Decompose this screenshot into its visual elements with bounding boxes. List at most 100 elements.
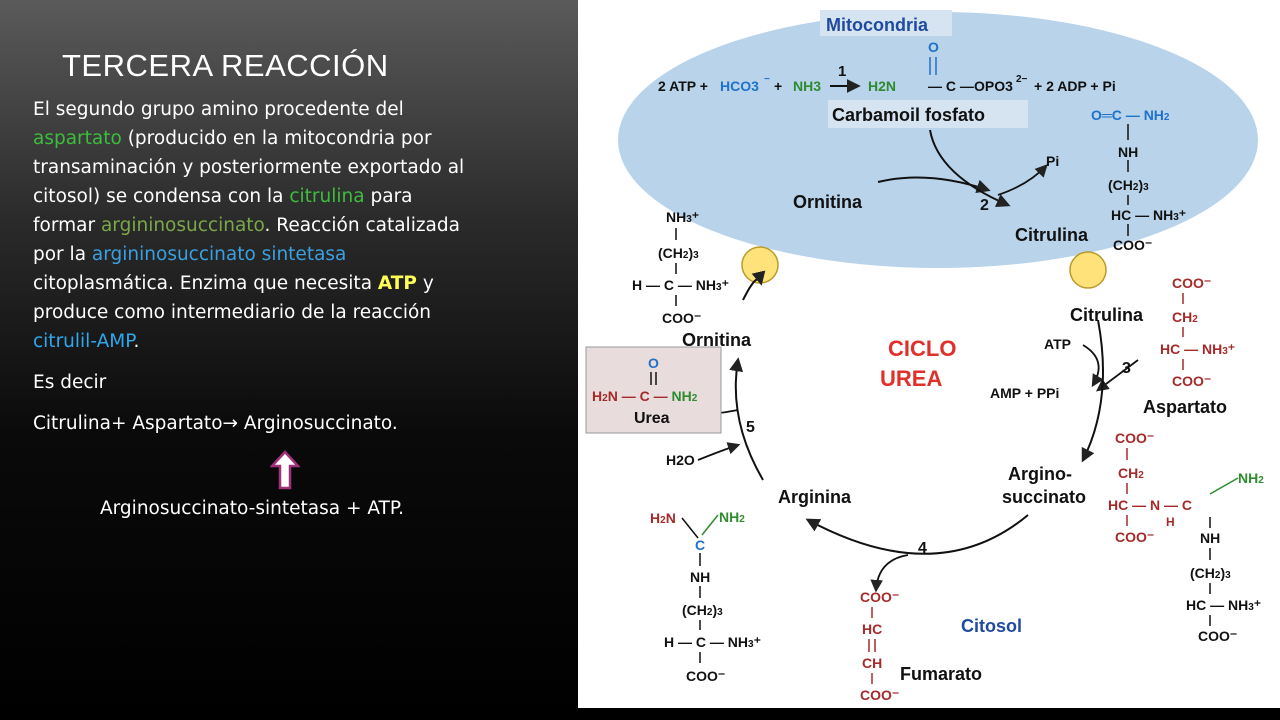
es-decir: Es decir: [33, 372, 107, 393]
text-run: (producido en la mitocondria por transam…: [33, 128, 465, 207]
arginina-structure: H2N: [650, 510, 676, 526]
ornitina-structure: H — C — NH3⁺: [632, 277, 729, 293]
arginosuccinato-structure: COO⁻: [1198, 628, 1237, 644]
mitochondrion-region: [618, 12, 1258, 268]
urea-label: Urea: [634, 410, 670, 427]
step-5-number: 5: [746, 419, 755, 436]
bond: [1209, 477, 1239, 495]
mitocondria-label-box: [820, 10, 952, 36]
eq-h2n: H2N: [868, 78, 896, 94]
text-run: El segundo grupo amino procedente del: [33, 99, 404, 120]
eq-hco3-charge: −: [764, 74, 770, 85]
reaction-4-arrow: [805, 514, 1029, 555]
highlight-sintetasa: argininosuccinato sintetasa: [91, 244, 347, 265]
aspartato-structure: COO⁻: [1172, 275, 1211, 291]
arginosuccinato-label-2: succinato: [1002, 487, 1086, 507]
ciclo-label: CICLO: [888, 336, 956, 361]
step-3-number: 3: [1122, 360, 1131, 377]
ornitina-mito-label: Ornitina: [793, 192, 863, 212]
aspartato-structure: HC — NH3⁺: [1160, 341, 1235, 357]
arginosuccinato-structure: COO⁻: [1115, 529, 1154, 545]
arginosuccinato-structure: (CH2)3: [1190, 565, 1231, 581]
text-run: . Reacción catalizada por la: [33, 215, 460, 265]
citrulina-structure: O═C — NH2: [1091, 107, 1170, 123]
bond: [681, 517, 699, 539]
aspartato-structure: COO⁻: [1172, 373, 1211, 389]
arginosuccinato-structure: HC — N — C: [1108, 497, 1192, 513]
citrulina-structure: NH: [1118, 144, 1138, 160]
step-4-number: 4: [918, 540, 927, 557]
fumarato-label: Fumarato: [900, 664, 982, 684]
arginosuccinato-structure: H: [1166, 515, 1175, 529]
ornitina-structure: COO⁻: [662, 310, 701, 326]
eq-oxygen: O: [928, 39, 939, 55]
urea-cycle-panel: Mitocondria 2 ATP + HCO3 − + NH3 1 H2N —…: [578, 0, 1280, 708]
bond: [701, 514, 719, 536]
enzyme-line: Arginosuccinato-sintetasa + ATP.: [100, 498, 405, 519]
reaction-3-arrow: [1081, 319, 1104, 463]
atp-label: ATP: [1044, 336, 1071, 352]
text-run: y produce como intermediario de la reacc…: [33, 273, 434, 323]
arginina-label: Arginina: [778, 487, 852, 507]
highlight-atp: ATP: [377, 273, 417, 294]
slide-title: TERCERA REACCIÓN: [62, 48, 389, 83]
carbamoil-box: [828, 100, 1028, 128]
arginina-structure: NH: [690, 569, 710, 585]
carbamoil-fosfato-label: Carbamoil fosfato: [832, 105, 985, 125]
urea-structure: O: [648, 355, 659, 371]
arginina-structure: NH2: [719, 509, 745, 525]
arginosuccinato-structure: NH: [1200, 530, 1220, 546]
aspartato-arrow: [1095, 359, 1139, 392]
highlight-aspartato: aspartato: [33, 128, 122, 149]
citrulina-structure: HC — NH3⁺: [1111, 207, 1186, 223]
eq-nh3: NH3: [793, 78, 821, 94]
ornitina-return-arrow: [742, 270, 766, 301]
arginina-structure: H — C — NH3⁺: [664, 634, 761, 650]
aspartato-label: Aspartato: [1143, 397, 1227, 417]
step-1-number: 1: [838, 63, 846, 80]
citrulina-structure: (CH2)3: [1108, 177, 1149, 193]
eq-c: — C —: [928, 78, 974, 94]
reaction-5-arrow: [729, 357, 764, 481]
urea-cycle-diagram: Mitocondria 2 ATP + HCO3 − + NH3 1 H2N —…: [585, 10, 1264, 703]
citosol-label: Citosol: [961, 616, 1022, 636]
arginina-structure: (CH2)3: [682, 602, 723, 618]
ornitina-structure: (CH2)3: [658, 245, 699, 261]
atp-arrow: [1082, 344, 1104, 388]
fumarato-structure: COO⁻: [860, 687, 899, 703]
fumarato-arrow: [870, 554, 909, 593]
reaction-2-arrow: [877, 176, 991, 194]
urea-box: [585, 346, 722, 434]
citrulina-mito-label: Citrulina: [1015, 225, 1089, 245]
text-pane: TERCERA REACCIÓN El segundo grupo amino …: [0, 0, 578, 720]
mitocondria-label: Mitocondria: [826, 15, 929, 35]
h2o-label: H2O: [666, 452, 695, 468]
pi-arrow: [997, 164, 1048, 196]
eq-opo3-charge: 2−: [1016, 74, 1028, 85]
carbamoil-arrow: [929, 129, 1011, 208]
highlight-citrulina: citrulina: [289, 186, 365, 207]
fumarato-structure: HC: [862, 621, 882, 637]
equation: Citrulina+ Aspartato→ Arginosuccinato.: [33, 409, 473, 438]
eq-hco3: HCO3: [720, 78, 759, 94]
arginosuccinato-structure: COO⁻: [1115, 430, 1154, 446]
urea-structure: H2N — C — NH2: [592, 388, 698, 404]
text-run: citoplasmática. Enzima que necesita: [33, 273, 378, 294]
citrulina-transporter: [1069, 251, 1107, 289]
arginosuccinato-structure: NH2: [1238, 470, 1264, 486]
ornitina-cytosol-label: Ornitina: [682, 330, 752, 350]
body-text: El segundo grupo amino procedente del as…: [33, 95, 473, 438]
fumarato-structure: COO⁻: [860, 589, 899, 605]
highlight-citrulil: citrulil-AMP: [33, 331, 134, 352]
right-arrow-icon: →: [222, 413, 239, 434]
ornitina-transporter: [741, 246, 779, 284]
step-2-number: 2: [980, 197, 989, 214]
up-arrow-icon: [270, 450, 300, 490]
text-run: para formar: [33, 186, 413, 236]
arginosuccinato-structure: HC — NH3⁺: [1186, 597, 1261, 613]
amp-ppi-label: AMP + PPi: [990, 385, 1059, 401]
main-paragraph: El segundo grupo amino procedente del as…: [33, 95, 473, 356]
equation-right: Arginosuccinato.: [238, 413, 398, 434]
citrulina-structure: COO⁻: [1113, 237, 1152, 253]
equation-left: Citrulina+ Aspartato: [33, 413, 223, 434]
